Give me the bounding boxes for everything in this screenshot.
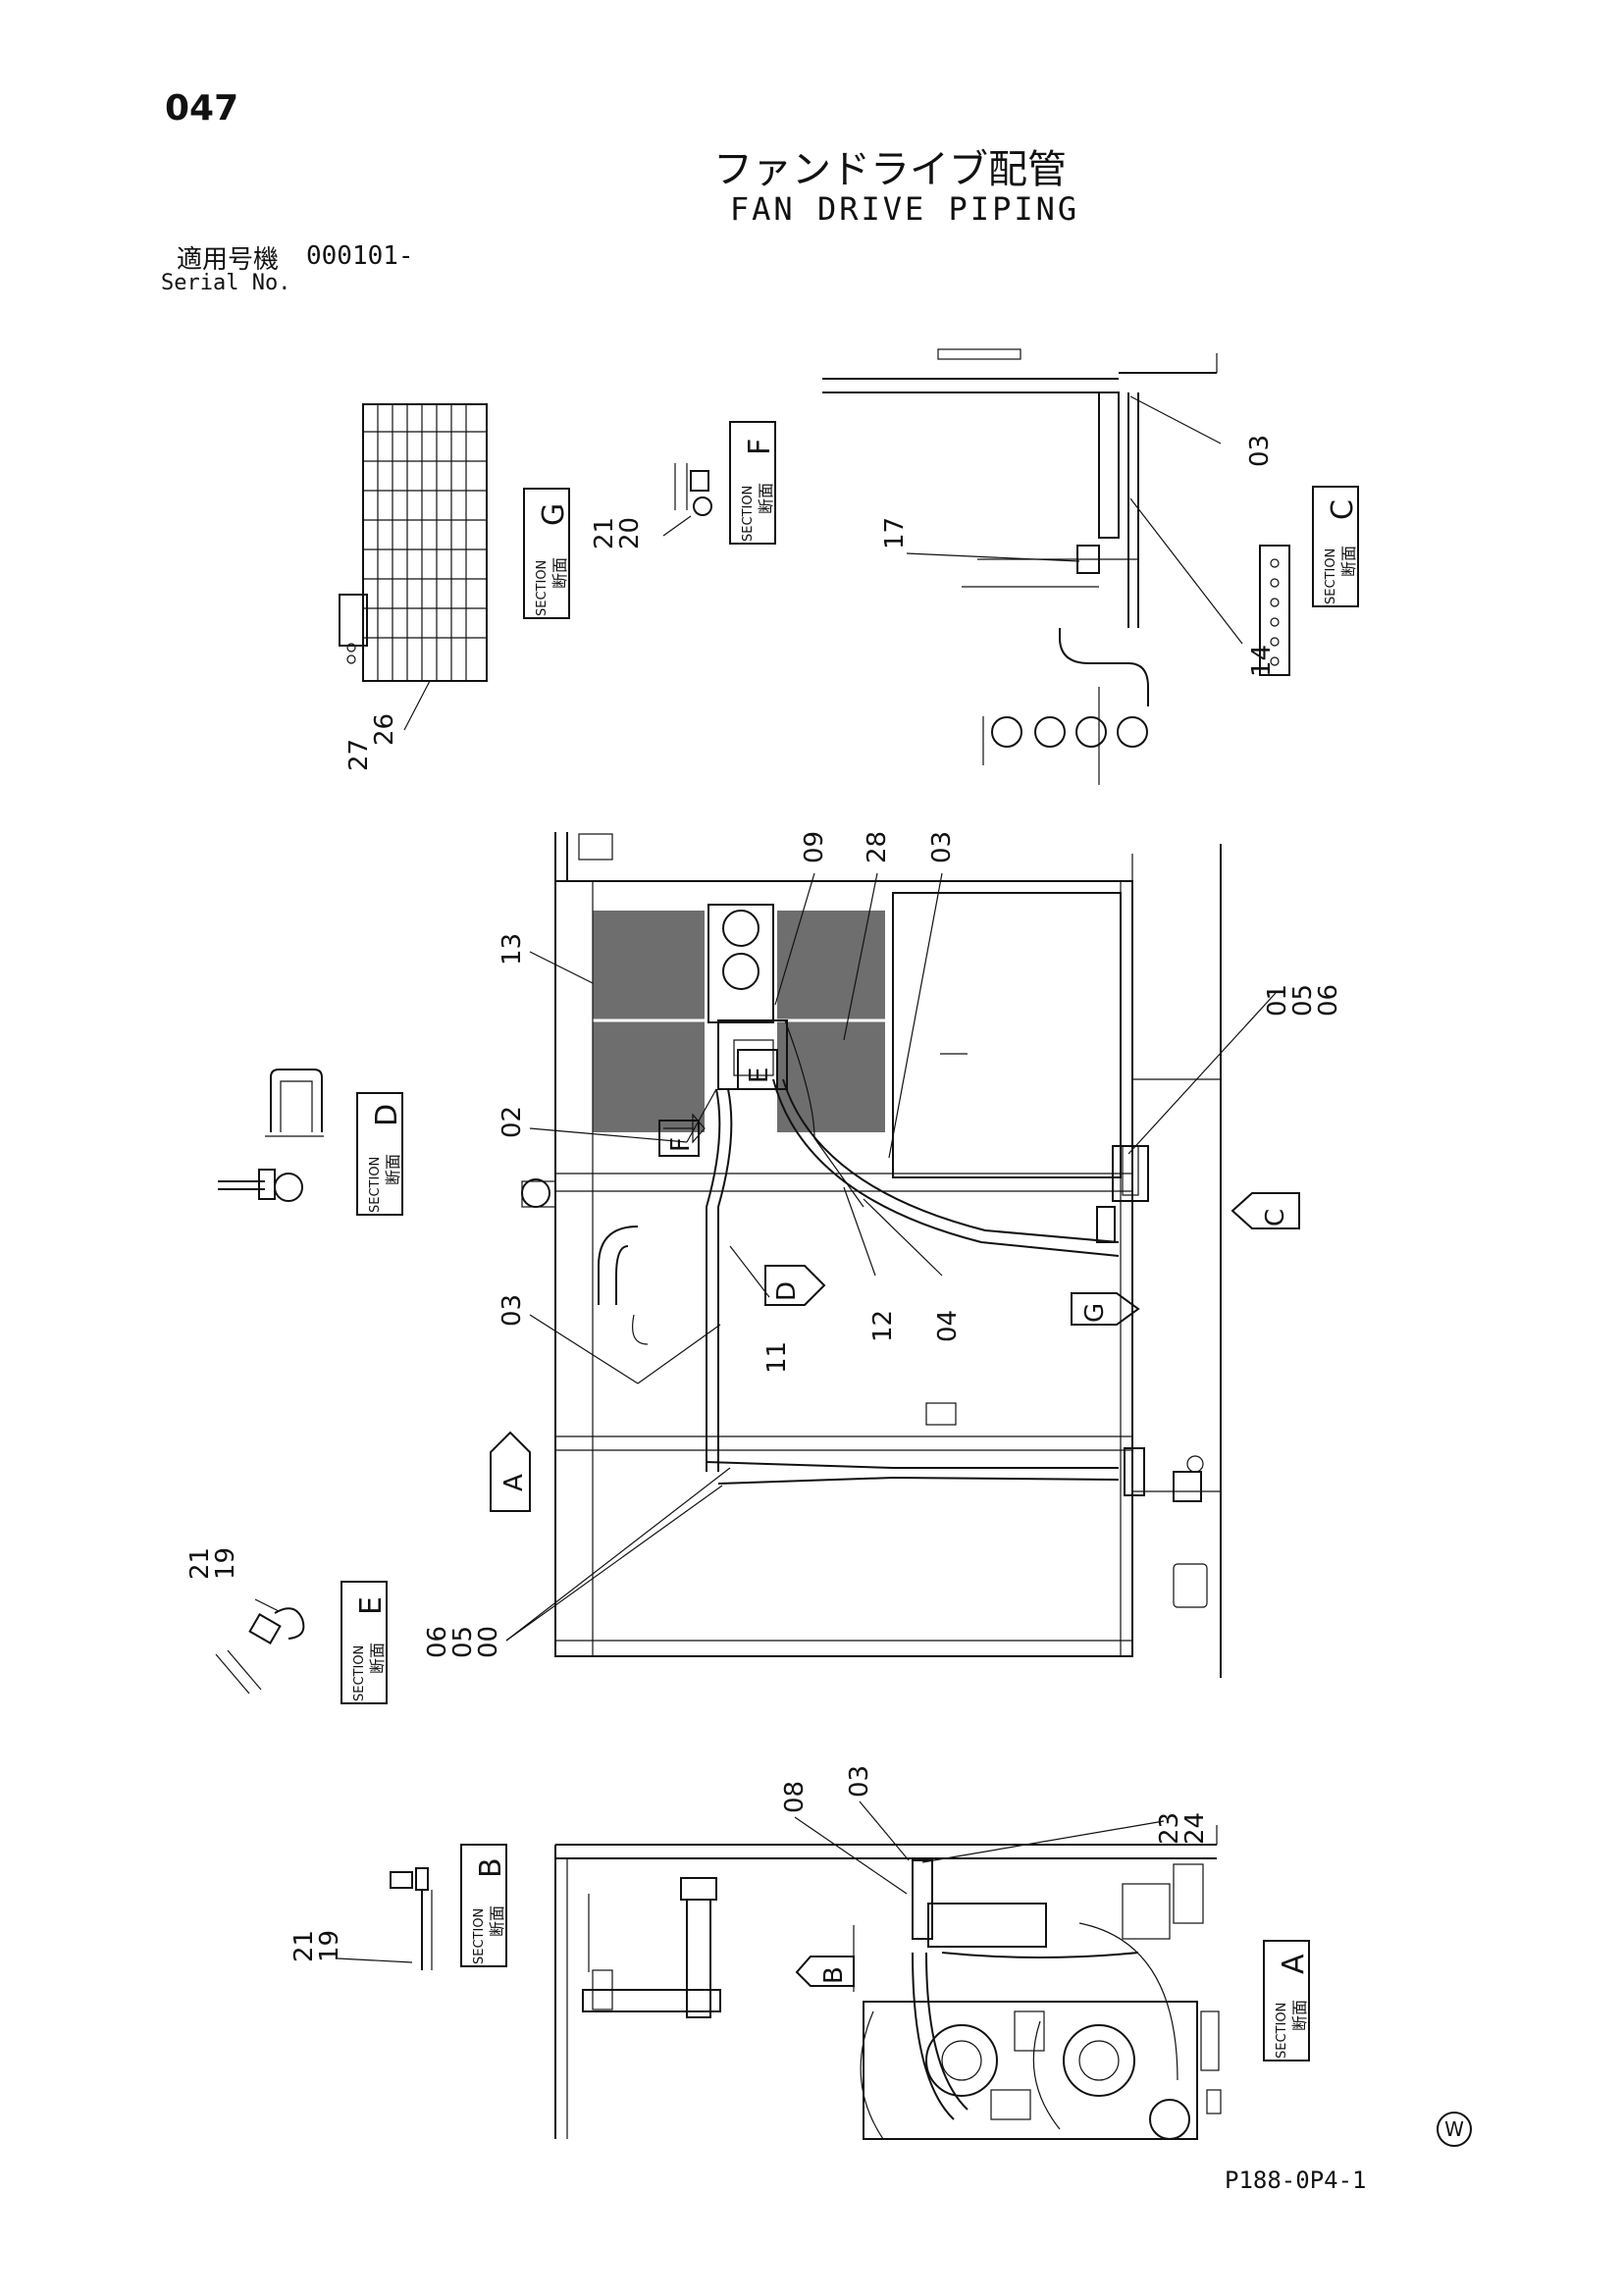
callout-21-b: 21 bbox=[289, 1930, 319, 1962]
title-japanese: ファンドライブ配管 bbox=[713, 147, 1067, 192]
section-g-word: SECTION bbox=[535, 560, 550, 616]
serial-value: 000101- bbox=[306, 241, 414, 271]
svg-text:A: A bbox=[499, 1474, 529, 1491]
callout-02: 02 bbox=[497, 1106, 527, 1138]
callout-03-top: 03 bbox=[927, 831, 957, 863]
section-c-letter: C bbox=[1326, 499, 1360, 520]
section-a-letter: A bbox=[1277, 1954, 1311, 1974]
callout-13: 13 bbox=[497, 933, 527, 965]
callout-24: 24 bbox=[1180, 1812, 1210, 1845]
section-e-word: SECTION bbox=[352, 1645, 367, 1701]
callout-04: 04 bbox=[933, 1310, 963, 1342]
section-d-letter: D bbox=[370, 1104, 404, 1126]
callout-19-e: 19 bbox=[211, 1547, 240, 1580]
view-arrow-d: D bbox=[764, 1265, 826, 1306]
section-b-view bbox=[337, 1867, 433, 1970]
callout-14: 14 bbox=[1247, 645, 1277, 677]
svg-text:D: D bbox=[772, 1281, 802, 1301]
section-b-kanji: 断面 bbox=[488, 1905, 506, 1937]
section-g-kanji: 断面 bbox=[550, 557, 569, 589]
section-f-word: SECTION bbox=[741, 486, 756, 542]
callout-26: 26 bbox=[370, 713, 399, 746]
callout-17: 17 bbox=[880, 517, 910, 549]
callout-21-e: 21 bbox=[185, 1547, 215, 1580]
view-arrow-a: A bbox=[490, 1431, 531, 1512]
view-arrow-c: C bbox=[1230, 1192, 1300, 1229]
svg-text:C: C bbox=[1261, 1209, 1290, 1226]
view-arrow-f: F bbox=[658, 1113, 706, 1157]
svg-text:G: G bbox=[1080, 1303, 1110, 1323]
callout-27: 27 bbox=[344, 739, 374, 771]
section-f-view bbox=[662, 463, 712, 537]
callout-20: 20 bbox=[615, 517, 645, 549]
callout-03-mid: 03 bbox=[497, 1294, 527, 1327]
section-e-kanji: 断面 bbox=[368, 1643, 387, 1674]
title-english: FAN DRIVE PIPING bbox=[729, 190, 1080, 228]
section-a-word: SECTION bbox=[1275, 2003, 1289, 2059]
callout-21-f: 21 bbox=[590, 517, 619, 549]
section-f-label: SECTION 断面 F bbox=[729, 421, 777, 545]
section-d-label: SECTION 断面 D bbox=[356, 1092, 404, 1216]
section-g-label: SECTION 断面 G bbox=[523, 488, 571, 619]
callout-03-a: 03 bbox=[845, 1765, 874, 1798]
callout-11: 11 bbox=[762, 1341, 792, 1374]
section-b-word: SECTION bbox=[472, 1908, 487, 1964]
view-arrow-b: B bbox=[795, 1925, 855, 1992]
section-a-view bbox=[554, 1825, 1222, 2140]
callout-05-lower: 05 bbox=[448, 1626, 478, 1658]
callout-23: 23 bbox=[1155, 1812, 1184, 1845]
serial-label-japanese: 適用号機 bbox=[177, 245, 280, 275]
section-e-view bbox=[215, 1598, 305, 1695]
section-c-label: SECTION 断面 C bbox=[1312, 486, 1360, 607]
callout-28: 28 bbox=[863, 831, 892, 863]
callout-19-b: 19 bbox=[315, 1930, 344, 1962]
callout-09: 09 bbox=[800, 831, 829, 863]
svg-text:F: F bbox=[666, 1137, 696, 1152]
section-d-word: SECTION bbox=[368, 1157, 383, 1213]
callout-01: 01 bbox=[1263, 984, 1292, 1017]
w-mark-icon: W bbox=[1437, 2112, 1472, 2147]
section-e-letter: E bbox=[354, 1596, 389, 1615]
svg-text:E: E bbox=[745, 1068, 774, 1083]
section-b-letter: B bbox=[474, 1857, 508, 1878]
callout-08: 08 bbox=[780, 1781, 810, 1813]
callout-06-lower: 06 bbox=[423, 1626, 452, 1658]
section-a-kanji: 断面 bbox=[1290, 2000, 1309, 2031]
callout-05: 05 bbox=[1288, 984, 1318, 1017]
drawing-code: P188-0P4-1 bbox=[1225, 2166, 1367, 2194]
section-c-word: SECTION bbox=[1324, 548, 1338, 604]
section-g-letter: G bbox=[537, 503, 571, 526]
section-g-view bbox=[339, 403, 488, 731]
section-c-view bbox=[822, 348, 1290, 785]
svg-text:B: B bbox=[819, 1966, 849, 1984]
view-arrow-e: E bbox=[737, 1049, 778, 1090]
callout-12: 12 bbox=[868, 1310, 898, 1342]
section-e-label: SECTION 断面 E bbox=[340, 1581, 389, 1704]
callout-06: 06 bbox=[1314, 984, 1343, 1017]
section-c-kanji: 断面 bbox=[1339, 546, 1358, 577]
view-arrow-g: G bbox=[1071, 1292, 1140, 1326]
section-f-letter: F bbox=[743, 439, 777, 455]
section-d-kanji: 断面 bbox=[384, 1154, 402, 1185]
serial-label-english: Serial No. bbox=[161, 271, 291, 295]
section-f-kanji: 断面 bbox=[757, 483, 775, 514]
callout-00: 00 bbox=[474, 1626, 503, 1658]
page-number: 047 bbox=[165, 88, 239, 129]
main-view bbox=[521, 832, 1222, 1678]
callout-03-c: 03 bbox=[1245, 435, 1275, 467]
section-d-view bbox=[218, 1069, 324, 1202]
section-b-label: SECTION 断面 B bbox=[460, 1844, 508, 1967]
section-a-label: SECTION 断面 A bbox=[1263, 1940, 1311, 2061]
